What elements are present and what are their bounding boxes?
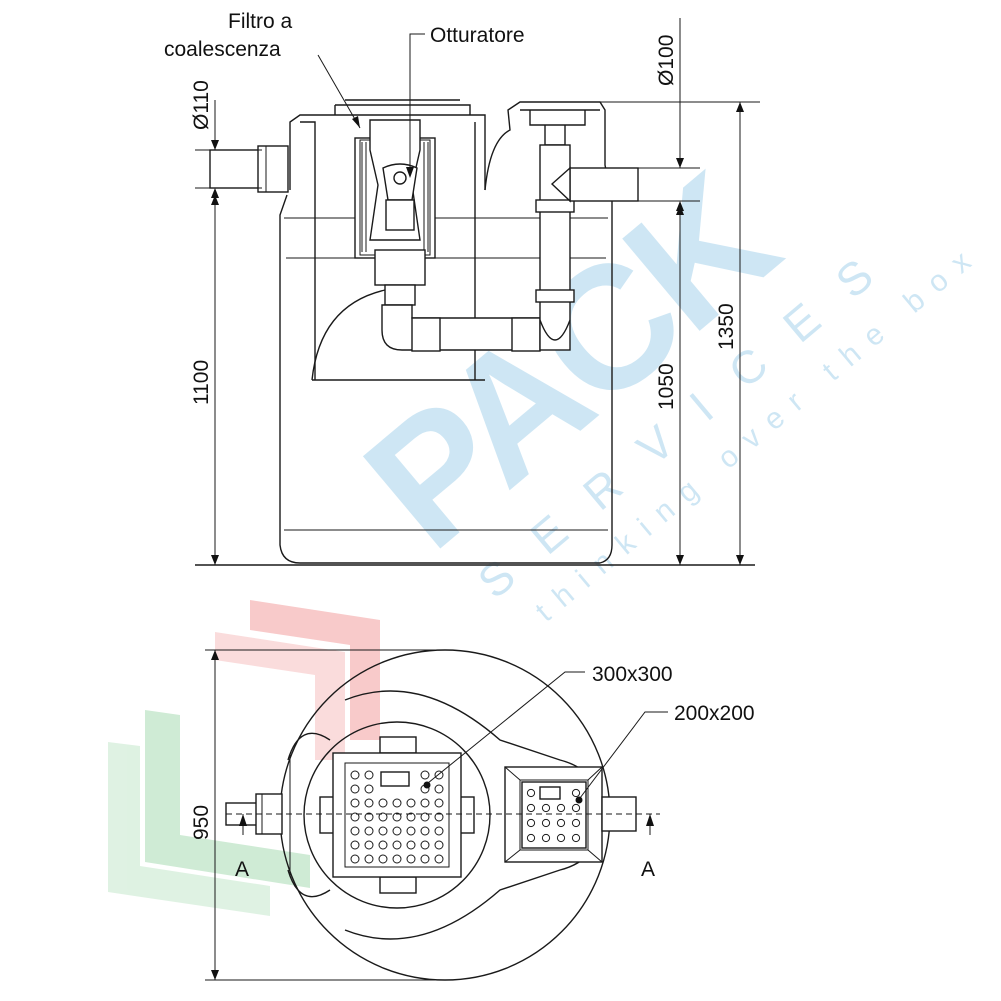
grate-hole [420, 812, 430, 822]
grate-hole [556, 803, 566, 813]
grate-hole [364, 826, 374, 836]
left-neck [289, 114, 486, 190]
outlet-pipe [550, 166, 639, 203]
grate-hole [350, 798, 360, 808]
dim-total-height: 1350 [600, 101, 760, 565]
outlet-diameter-label: Ø100 [655, 35, 678, 86]
grate-hole [350, 784, 360, 794]
grate-hole [364, 770, 374, 780]
grate-hole [350, 826, 360, 836]
grate-hole [350, 770, 360, 780]
grate-hole [392, 854, 402, 864]
grate-hole [392, 798, 402, 808]
grate-hole [434, 812, 444, 822]
right-neck [484, 101, 613, 201]
section-view: Ø110 1100 Ø100 1050 [164, 10, 760, 566]
grate-hole [364, 812, 374, 822]
dim-inlet-diameter: Ø110 [190, 80, 262, 198]
dim-inlet-height: 1100 [190, 195, 219, 565]
grate-hole [378, 798, 388, 808]
grate-hole [526, 803, 536, 813]
cover-300x300 [319, 736, 475, 894]
grate-hole [541, 803, 551, 813]
grate-hole [364, 798, 374, 808]
grate-hole [378, 812, 388, 822]
grate-hole [378, 854, 388, 864]
grate-hole [526, 818, 536, 828]
diameter-label: 950 [190, 805, 213, 840]
grate-hole [434, 840, 444, 850]
dim-diameter: 950 [190, 650, 219, 980]
grate-hole [378, 840, 388, 850]
grate-hole [541, 818, 551, 828]
grate-hole [571, 833, 581, 843]
tank-body [279, 189, 613, 564]
leader-cover-300x300: 300x300 [423, 663, 673, 789]
section-label-left: A [235, 858, 249, 881]
coalescence-filter-label-2: coalescenza [164, 38, 281, 61]
grate-hole [406, 826, 416, 836]
grate-hole [364, 840, 374, 850]
inlet-pipe [209, 145, 289, 193]
section-label-right: A [641, 858, 655, 881]
outlet-height-label: 1050 [655, 363, 678, 410]
grate-hole [434, 854, 444, 864]
internal-pipe [381, 144, 575, 352]
plan-view: A A 950 300x300 200x200 [190, 649, 755, 981]
grate-hole [406, 840, 416, 850]
coalescence-filter [354, 119, 436, 306]
grate-hole [434, 798, 444, 808]
dim-outlet-height: 1050 [655, 205, 684, 565]
grate-hole [434, 784, 444, 794]
grate-hole [541, 833, 551, 843]
grate-hole [350, 854, 360, 864]
grate-hole [364, 784, 374, 794]
leader-shutter: Otturatore [406, 24, 525, 178]
inlet-height-label: 1100 [190, 360, 213, 405]
grate-hole [571, 788, 581, 798]
grate-hole [556, 818, 566, 828]
grate-hole [556, 833, 566, 843]
cover-200x200 [504, 766, 603, 863]
inlet-diameter-label: Ø110 [190, 80, 213, 130]
grate-hole [571, 818, 581, 828]
grate-hole [420, 840, 430, 850]
grate-hole [392, 840, 402, 850]
grate-hole [420, 826, 430, 836]
leader-coalescence-filter: Filtro a coalescenza [164, 10, 361, 129]
grate-hole [571, 803, 581, 813]
section-marker-left: A [235, 814, 249, 881]
grate-hole [526, 833, 536, 843]
grate-hole [364, 854, 374, 864]
grate-hole [420, 798, 430, 808]
coalescence-filter-label-1: Filtro a [228, 10, 293, 33]
cover-300x300-label: 300x300 [592, 663, 673, 686]
leader-cover-200x200: 200x200 [575, 702, 755, 804]
section-marker-right: A [641, 814, 655, 881]
grate-hole [392, 826, 402, 836]
total-height-label: 1350 [715, 303, 738, 350]
grate-hole [378, 826, 388, 836]
grate-hole [350, 840, 360, 850]
grate-hole [406, 812, 416, 822]
grate-hole [406, 798, 416, 808]
grate-hole [350, 812, 360, 822]
grate-hole [392, 812, 402, 822]
grate-hole [406, 854, 416, 864]
grate-hole [420, 770, 430, 780]
grate-hole [526, 788, 536, 798]
shutter-label: Otturatore [430, 24, 525, 47]
grate-hole [434, 826, 444, 836]
grate-hole [420, 854, 430, 864]
inlet-pipe-plan [225, 793, 283, 835]
cover-200x200-label: 200x200 [674, 702, 755, 725]
watermark-red-green-mark [108, 600, 380, 916]
dim-outlet-diameter: Ø100 [600, 18, 700, 211]
